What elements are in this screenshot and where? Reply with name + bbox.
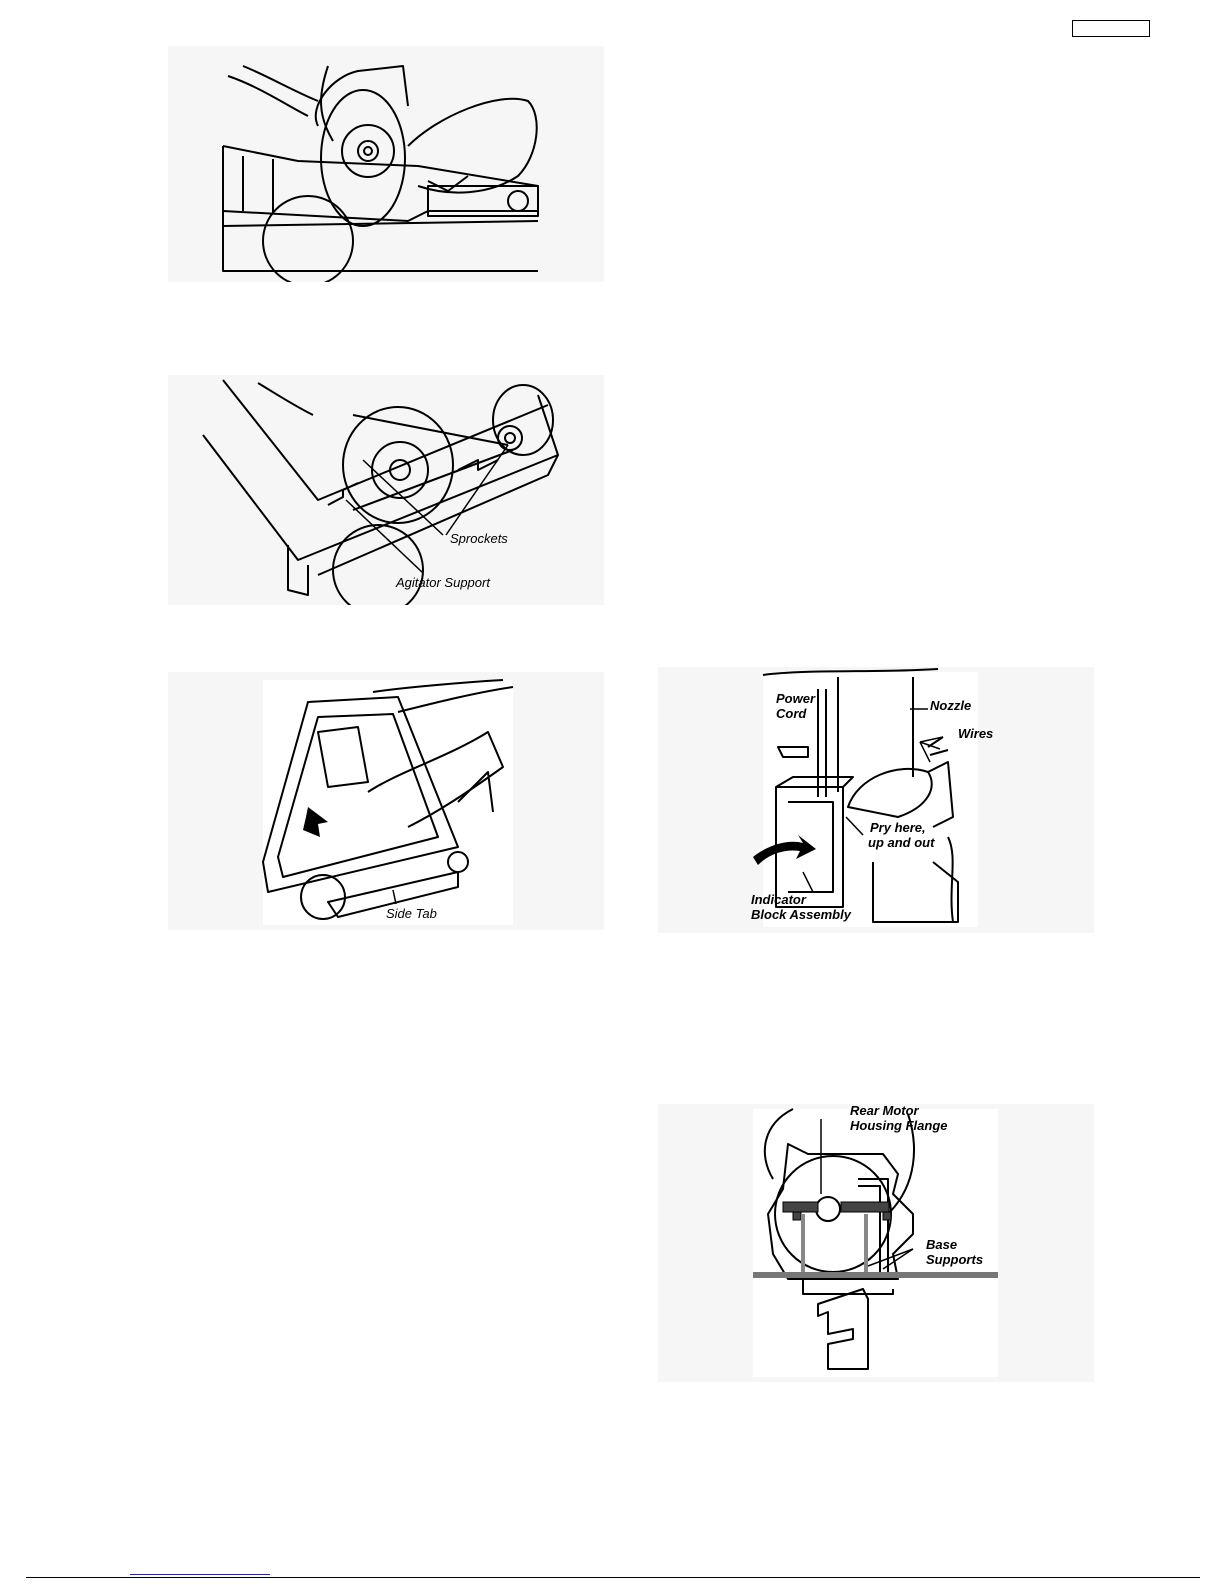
rear-motor-label-line2: Housing Flange bbox=[850, 1118, 948, 1133]
motor-housing-figure: Rear Motor Housing Flange Base Supports bbox=[658, 1104, 1094, 1382]
power-cord-label-line2: Cord bbox=[776, 706, 806, 721]
side-tab-drawing bbox=[168, 672, 604, 930]
agitator-support-label: Agitator Support bbox=[396, 575, 490, 590]
side-tab-label: Side Tab bbox=[386, 906, 437, 921]
belt-installation-figure bbox=[168, 46, 604, 282]
indicator-block-drawing bbox=[658, 667, 1094, 933]
nozzle-label: Nozzle bbox=[930, 698, 971, 713]
indicator-block-label-line1: Indicator bbox=[751, 892, 806, 907]
page-number-box bbox=[1072, 20, 1150, 37]
base-supports-label-line1: Base bbox=[926, 1237, 957, 1252]
indicator-block-label-line2: Block Assembly bbox=[751, 907, 851, 922]
sprockets-label: Sprockets bbox=[450, 531, 508, 546]
motor-housing-drawing bbox=[658, 1104, 1094, 1382]
belt-installation-drawing bbox=[168, 46, 604, 282]
sprockets-drawing bbox=[168, 375, 604, 605]
pry-label-line2: up and out bbox=[868, 835, 934, 850]
side-tab-figure: Side Tab bbox=[168, 672, 604, 930]
power-cord-label-line1: Power bbox=[776, 691, 815, 706]
footer-link-underline[interactable] bbox=[130, 1574, 270, 1575]
wires-label: Wires bbox=[958, 726, 993, 741]
pry-label-line1: Pry here, bbox=[870, 820, 926, 835]
rear-motor-label-line1: Rear Motor bbox=[850, 1103, 919, 1118]
sprockets-figure: Sprockets Agitator Support bbox=[168, 375, 604, 605]
indicator-block-figure: Power Cord Nozzle Wires Pry here, up and… bbox=[658, 667, 1094, 933]
footer-rule bbox=[26, 1577, 1200, 1578]
base-supports-label-line2: Supports bbox=[926, 1252, 983, 1267]
